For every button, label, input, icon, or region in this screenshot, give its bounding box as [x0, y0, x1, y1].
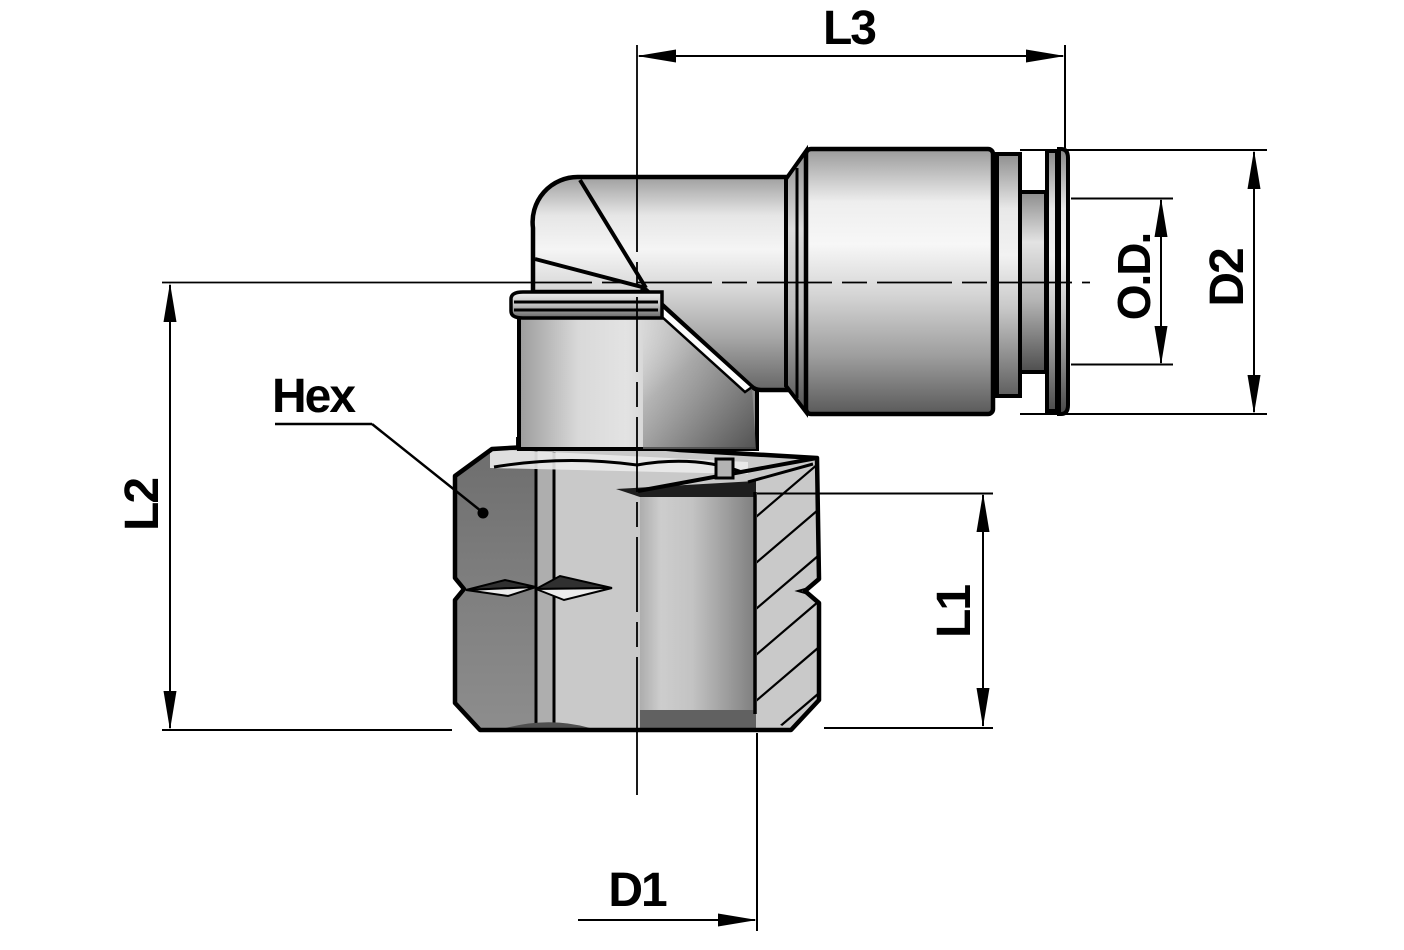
d2-arrow-bottom — [1247, 375, 1261, 414]
elbow-fitting-body — [509, 174, 792, 451]
collet-ring-a — [995, 152, 1022, 398]
dimension-d1: D1 — [578, 733, 758, 931]
dimension-label-l2: L2 — [116, 479, 169, 531]
thread-bore — [640, 490, 756, 714]
hex-leader-line — [371, 423, 482, 512]
dimension-label-hex: Hex — [272, 370, 356, 423]
l1-arrow-top — [976, 493, 990, 532]
bend-shading-line-1 — [578, 178, 648, 290]
dimension-label-l1: L1 — [928, 585, 981, 638]
hex-bottom-shade — [502, 722, 590, 729]
elbow-collar — [509, 290, 664, 320]
section-cut-line-2 — [747, 462, 814, 484]
groove-lens-left-bottom — [465, 586, 537, 598]
l2-arrow-bottom — [163, 691, 177, 730]
dimension-label-od: O.D. — [1108, 234, 1160, 321]
od-arrow-top — [1154, 198, 1168, 237]
l3-arrow-left — [637, 49, 676, 63]
connector-cylinder — [803, 146, 996, 417]
bore-bottom-band — [640, 710, 756, 730]
release-ring-end — [1057, 147, 1070, 416]
dimension-l3: L3 — [637, 2, 1066, 148]
dimension-od: O.D. — [1071, 197, 1173, 366]
dimension-label-d2: D2 — [1201, 249, 1254, 307]
d1-arrow — [718, 913, 757, 927]
l3-arrow-right — [1026, 49, 1065, 63]
hex-leader-dot — [477, 507, 489, 519]
groove-lens-mid-bottom — [535, 587, 613, 602]
elbow-cone-shade — [643, 291, 756, 449]
dimension-d2: D2 — [1020, 149, 1267, 415]
dimension-label-l3: L3 — [823, 2, 875, 55]
dimension-l1: L1 — [757, 492, 993, 729]
push-to-connect-end — [784, 144, 1070, 418]
cut-notch — [714, 457, 735, 480]
od-arrow-bottom — [1154, 326, 1168, 365]
centerlines — [162, 45, 1090, 795]
hex-top-scallop-left — [493, 458, 638, 469]
l2-arrow-top — [163, 283, 177, 322]
l1-arrow-bottom — [976, 688, 990, 727]
d2-arrow-top — [1247, 150, 1261, 189]
hex-leader: Hex — [272, 370, 489, 519]
bend-shading-line-2 — [534, 257, 647, 290]
dimension-label-d1: D1 — [608, 864, 667, 917]
dimension-l2: L2 — [116, 283, 452, 731]
release-ring-thin — [1045, 149, 1059, 413]
thread-start-wedge — [616, 481, 756, 497]
